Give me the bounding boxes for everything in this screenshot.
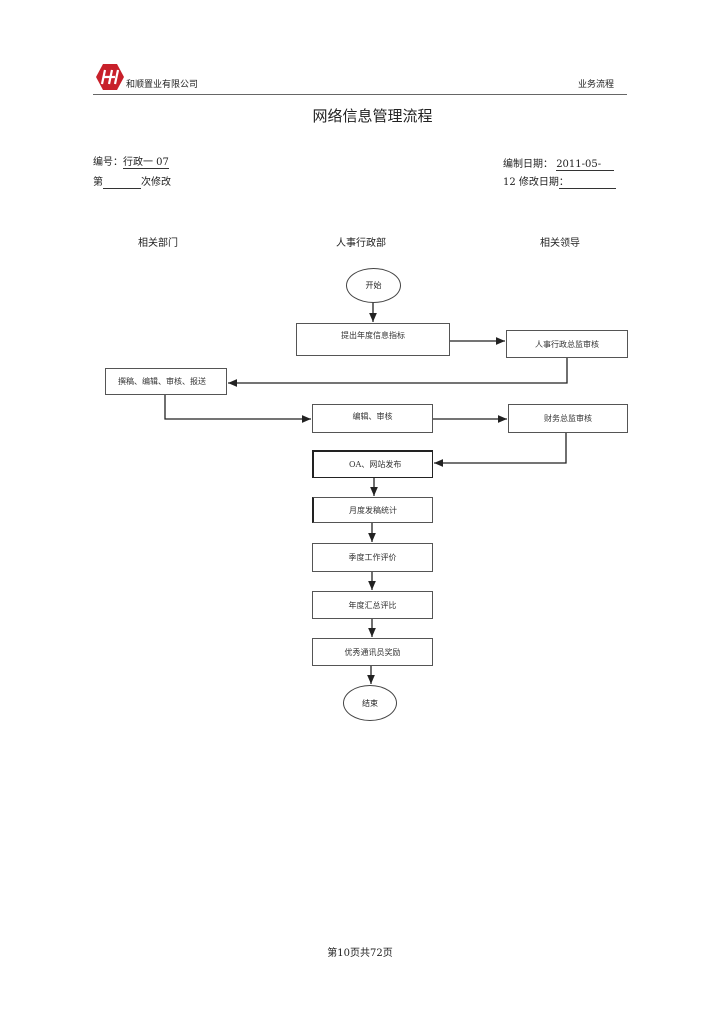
date-value: 2011-05- — [556, 159, 615, 171]
flow-start: 开始 — [346, 268, 401, 303]
header-section: 业务流程 — [578, 80, 615, 90]
number-value: 行政一 07 — [123, 153, 169, 169]
modify-label: 修改日期 — [518, 177, 559, 188]
lane-leaders: 相关领导 — [540, 238, 580, 249]
flow-yearly: 年度汇总评比 — [312, 591, 433, 619]
lane-related-dept: 相关部门 — [138, 238, 178, 249]
flow-draft: 撰稿、编辑、审核、报送 — [105, 368, 227, 395]
page-footer: 第10页共72页 — [327, 948, 393, 959]
flow-end: 结束 — [343, 685, 397, 721]
flow-edit: 编辑、审核 — [312, 404, 433, 433]
company-logo — [96, 64, 124, 90]
flow-hr-review: 人事行政总监审核 — [506, 330, 628, 358]
date-label: 编制日期： — [503, 159, 553, 170]
company-name: 和顺置业有限公司 — [126, 80, 199, 90]
header-divider — [93, 94, 627, 95]
flow-propose: 提出年度信息指标 — [296, 323, 450, 356]
flow-award: 优秀通讯员奖励 — [312, 638, 433, 666]
modify-value: ： — [558, 173, 616, 189]
flow-monthly: 月度发稿统计 — [312, 497, 433, 523]
revision-suffix: 次修改 — [141, 177, 171, 188]
page-title: 网络信息管理流程 — [312, 107, 433, 125]
date-cont: 12 — [503, 177, 516, 188]
flow-quarterly: 季度工作评价 — [312, 543, 433, 572]
revision-prefix: 第 — [93, 177, 103, 188]
lane-hr-admin: 人事行政部 — [336, 238, 386, 249]
flow-publish: OA、网站发布 — [312, 450, 433, 478]
number-label: 编号： — [93, 157, 123, 168]
flow-finance-review: 财务总监审核 — [508, 404, 628, 433]
